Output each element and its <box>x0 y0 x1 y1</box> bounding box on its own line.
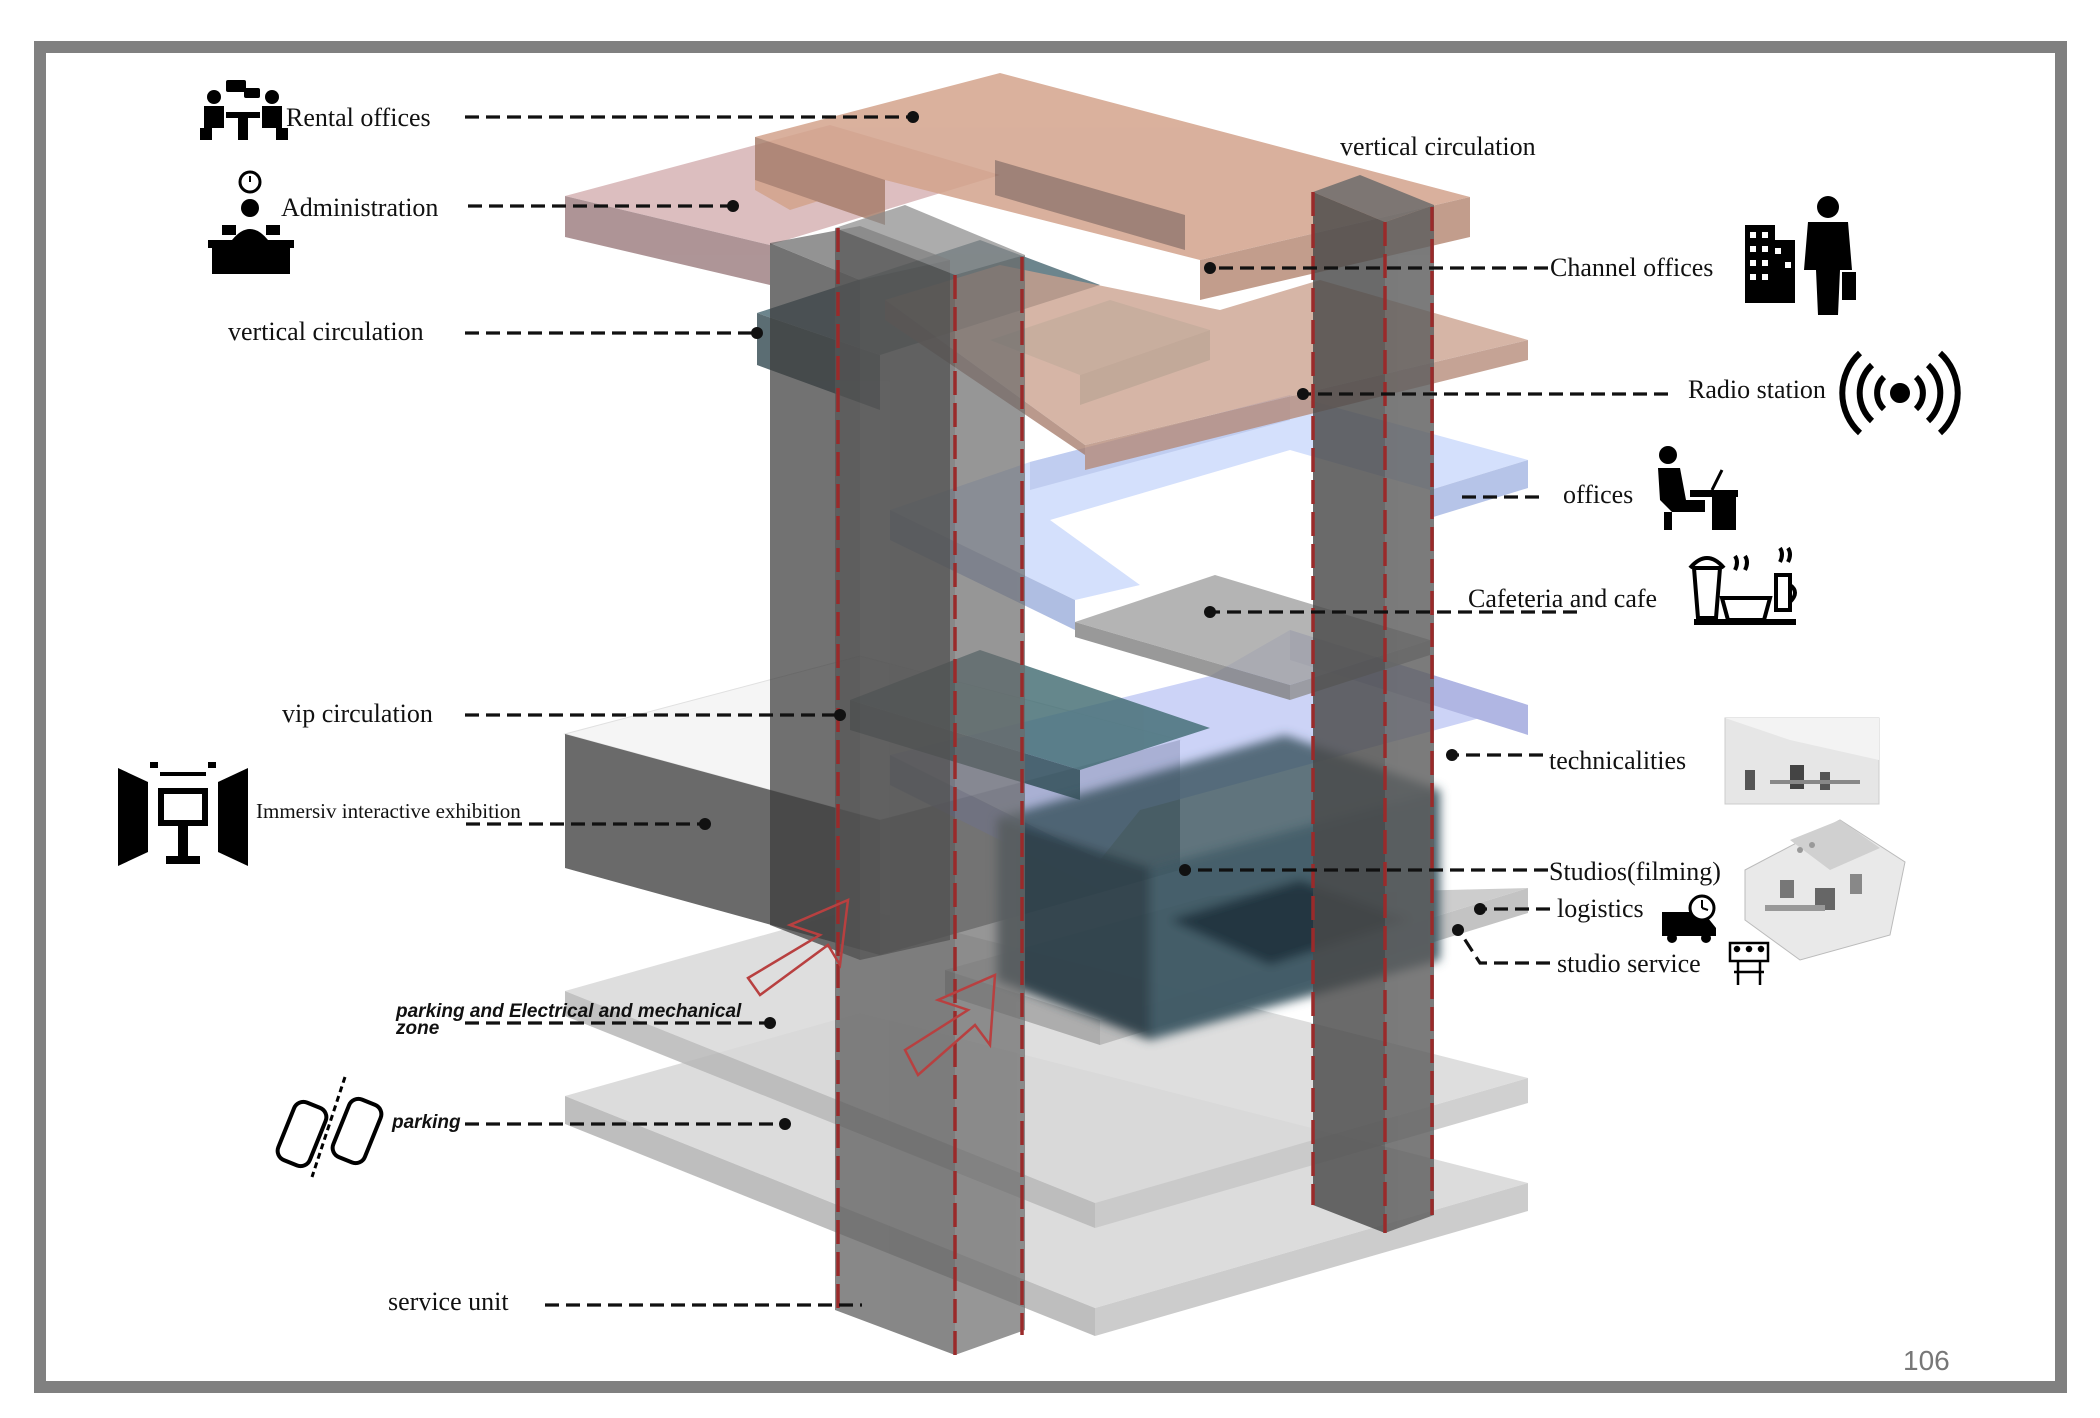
technicalities-photo <box>1724 717 1880 805</box>
label-channel-offices: Channel offices <box>1550 253 1713 282</box>
label-service-unit: service unit <box>388 1287 509 1316</box>
building-businessman-icon <box>1745 196 1856 315</box>
office-worker-icon <box>1658 446 1738 530</box>
radio-broadcast-icon <box>1839 350 1961 436</box>
label-parking: parking <box>391 1112 461 1133</box>
label-technicalities: technicalities <box>1549 746 1686 775</box>
label-logistics: logistics <box>1557 894 1644 923</box>
structural-dashed-lines <box>836 192 1434 1355</box>
label-vertical-circulation-left: vertical circulation <box>228 317 424 346</box>
label-offices: offices <box>1563 480 1633 509</box>
label-cafeteria: Cafeteria and cafe <box>1468 584 1657 613</box>
coffee-cup-icon <box>1688 546 1797 625</box>
label-parking-electrical-2: zone <box>395 1018 440 1039</box>
label-radio-station: Radio station <box>1688 375 1826 404</box>
label-immersive-exhibition: Immersiv interactive exhibition <box>256 799 521 823</box>
main-left-core <box>835 205 1025 1355</box>
label-parking-electrical-1: parking and Electrical and mechanical <box>395 1001 742 1022</box>
entry-arrows <box>746 897 997 1077</box>
meeting-icon <box>200 80 288 140</box>
truck-clock-icon <box>1662 894 1716 943</box>
label-vertical-circulation-right: vertical circulation <box>1340 132 1536 161</box>
page-frame <box>34 41 2067 1393</box>
label-studios: Studios(filming) <box>1549 857 1721 886</box>
cars-icon <box>275 1076 384 1178</box>
page-number: 106 <box>1903 1345 1950 1376</box>
right-core <box>1313 175 1434 1233</box>
label-administration: Administration <box>281 193 438 222</box>
studio-render-photo <box>1744 819 1906 961</box>
label-studio-service: studio service <box>1557 949 1701 978</box>
leader-lines <box>465 111 1668 1307</box>
label-vip-circulation: vip circulation <box>282 699 433 728</box>
exhibition-screen-icon <box>118 762 248 866</box>
administration-desk-icon <box>208 170 294 274</box>
label-rental-offices: Rental offices <box>286 103 431 132</box>
studio-service-icon <box>1728 941 1770 985</box>
